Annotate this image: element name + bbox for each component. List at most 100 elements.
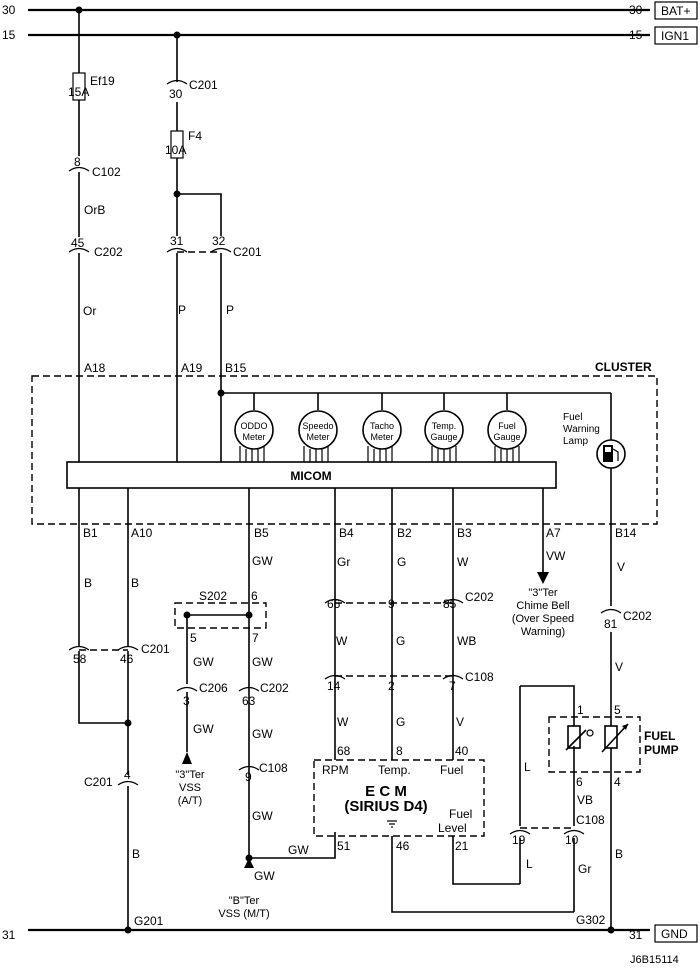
- g302-point: [607, 926, 615, 934]
- splice-s202-label: S202: [199, 589, 227, 603]
- pin-b14: B14: [615, 526, 637, 540]
- connector-c202-symbol-81: [600, 608, 622, 614]
- bat-label-box: [654, 1, 698, 20]
- gnd-label: GND: [661, 927, 688, 941]
- gauge-fuel-line2: Gauge: [493, 432, 520, 442]
- ign-rail-num-right: 15: [629, 28, 643, 42]
- fuse-f4-name: F4: [188, 129, 202, 143]
- vss-at-arrow: [182, 752, 192, 764]
- vss-mt-line1: "B"Ter: [229, 895, 260, 907]
- wire-color-b5: GW: [252, 554, 273, 568]
- wire-color-9b: G: [396, 634, 405, 648]
- ecm-pin-temp: Temp.: [378, 763, 411, 777]
- pin-46-c201: 46: [120, 652, 134, 666]
- ecm-box: [313, 759, 485, 837]
- wire-color-b1: B: [84, 576, 92, 590]
- pin-fp-6: 6: [576, 775, 583, 789]
- connector-c202-symbol-66: [324, 598, 346, 604]
- pin-68: 68: [337, 744, 351, 758]
- pin-8-ecm: 8: [396, 744, 403, 758]
- fuse-ef19-rating: 15A: [68, 85, 89, 99]
- pin-51: 51: [337, 839, 351, 853]
- ecm-pin-fuel: Fuel: [440, 763, 463, 777]
- connector-c202-symbol-85: [442, 598, 464, 604]
- fuse-ef19-name: Ef19: [90, 74, 115, 88]
- connector-c201-symbol-31: [166, 247, 188, 253]
- connector-c202-label-left: C202: [94, 245, 123, 259]
- wire-color-a7: VW: [546, 549, 566, 563]
- ecm-fuel-level-1: Fuel: [449, 807, 472, 821]
- gauge-fuel-line1: Fuel: [498, 421, 516, 431]
- cluster-title: CLUSTER: [595, 360, 652, 374]
- ecm-title: E C M: [365, 783, 407, 800]
- gauge-odo-meter: ODDO Meter: [234, 410, 274, 462]
- gauge-tacho-line2: Meter: [370, 432, 393, 442]
- gauge-speedo-meter: Speedo Meter: [298, 410, 338, 462]
- wire-color-orb: OrB: [84, 203, 105, 217]
- chime-line3: (Over Speed: [512, 613, 574, 625]
- pin-a10: A10: [131, 526, 153, 540]
- wire-color-c206: GW: [193, 722, 214, 736]
- wire-color-9: GW: [252, 809, 273, 823]
- wire-color-vb: VB: [577, 793, 593, 807]
- wire-color-p-left: P: [178, 303, 186, 317]
- wire-ecm-46-ground: [391, 836, 574, 913]
- pin-fp-5: 5: [614, 703, 621, 717]
- fuse-f4-rating: 10A: [165, 143, 186, 157]
- pin-9-c202: 9: [388, 597, 395, 611]
- connector-c201-symbol-46: [117, 645, 139, 651]
- connector-c201-label-mid: C201: [233, 245, 262, 259]
- connector-c201-label-top: C201: [189, 78, 218, 92]
- pin-b1: B1: [83, 526, 98, 540]
- wire-color-10: Gr: [578, 862, 591, 876]
- fuel-pump-module: [548, 716, 641, 773]
- wire-l-to-sender: [520, 685, 575, 718]
- cluster-boundary: [31, 375, 658, 525]
- chime-line4: Warning): [521, 626, 565, 638]
- pin-7: 7: [449, 679, 456, 693]
- pin-46-ecm: 46: [396, 839, 410, 853]
- gauge-tacho-meter: Tacho Meter: [362, 410, 402, 462]
- g201-point: [124, 926, 132, 934]
- connector-c202-symbol-left: [68, 247, 90, 253]
- micom-block: [66, 461, 557, 489]
- lamp-label-1: Fuel: [563, 412, 582, 423]
- vss-mt-arrow: [244, 858, 254, 868]
- connector-c102-symbol: [68, 166, 90, 172]
- gauge-odo-line2: Meter: [242, 432, 265, 442]
- pin-10: 10: [565, 833, 579, 847]
- gauge-fuel: Fuel Gauge: [487, 410, 527, 462]
- vss-at-line2: VSS: [179, 782, 201, 794]
- lamp-label-3: Lamp: [563, 436, 588, 447]
- pin-b4: B4: [339, 526, 354, 540]
- wire-color-81: V: [615, 660, 623, 674]
- wire-color-63: GW: [252, 727, 273, 741]
- wire-color-2: G: [396, 715, 405, 729]
- connector-c108-symbol-19: [509, 829, 531, 835]
- fuel-pump-label-2: PUMP: [644, 743, 679, 757]
- wire-f4-to-32: [177, 193, 222, 236]
- pin-85: 85: [443, 597, 457, 611]
- gnd-label-box: [654, 924, 698, 943]
- pin-a19: A19: [181, 361, 203, 375]
- pin-a18: A18: [84, 361, 106, 375]
- gauge-tacho-line1: Tacho: [370, 421, 394, 431]
- ecm-pin-rpm: RPM: [322, 763, 349, 777]
- gauge-temp-line2: Gauge: [430, 432, 457, 442]
- gauge-temp: Temp. Gauge: [424, 410, 464, 462]
- gauge-speedo-line1: Speedo: [302, 421, 333, 431]
- pin-9-c108: 9: [245, 770, 252, 784]
- ecm-ground-icon: [387, 820, 397, 828]
- wire-color-66: W: [336, 634, 348, 648]
- wire-color-b14: V: [617, 560, 625, 574]
- wire-color-7: V: [456, 715, 464, 729]
- pin-8-c102: 8: [74, 155, 81, 169]
- wire-color-s202-left: GW: [193, 655, 214, 669]
- connector-c202-label-mid: C202: [465, 590, 494, 604]
- wire-21-to-19: [452, 836, 520, 885]
- pin-b2: B2: [397, 526, 412, 540]
- pin-s202-7: 7: [252, 631, 259, 645]
- wire-color-s202-right: GW: [252, 655, 273, 669]
- fuel-level-sender-icon: [565, 718, 594, 751]
